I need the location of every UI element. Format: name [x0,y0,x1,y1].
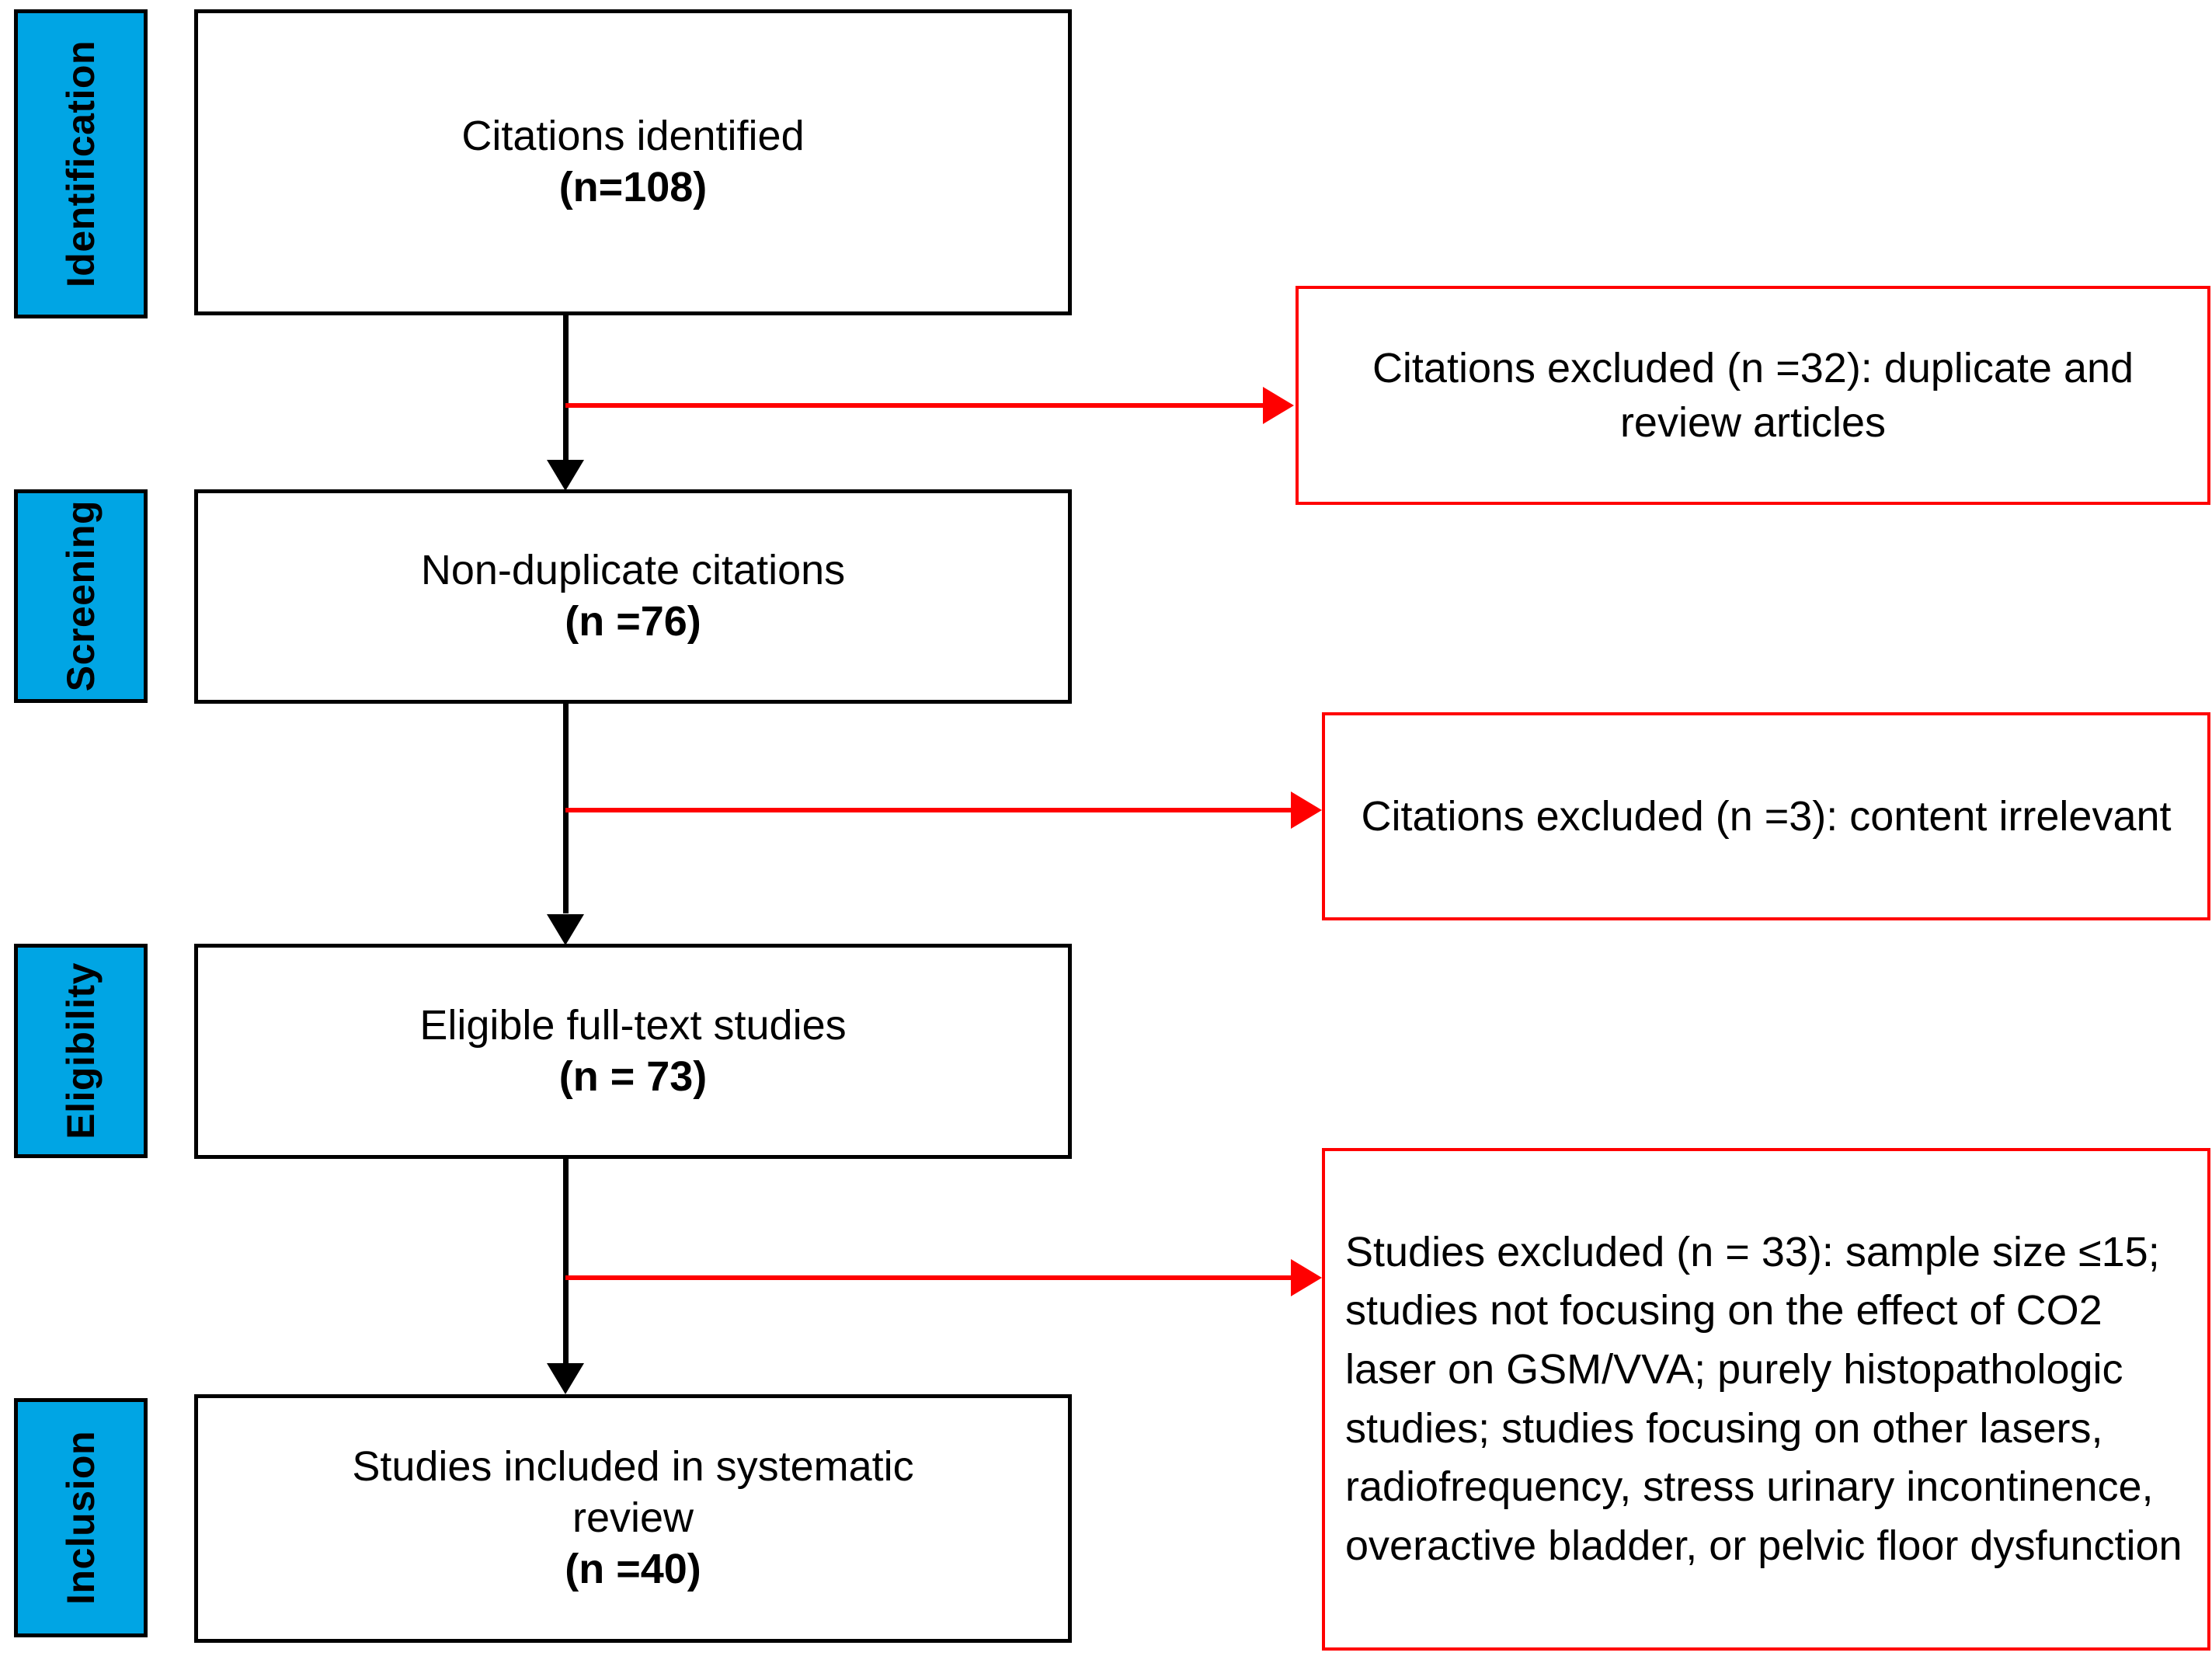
exclusion-box-studies-excluded: Studies excluded (n = 33): sample size ≤… [1322,1148,2210,1651]
flow-box-studies-included: Studies included in systematic review (n… [194,1394,1072,1643]
flow-box-citations-identified-count: (n=108) [558,164,708,210]
flow-box-non-duplicate-citations: Non-duplicate citations (n =76) [194,489,1072,704]
flow-box-eligible-full-text-studies: Eligible full-text studies (n = 73) [194,944,1072,1159]
exclusion-connector-arrowhead-content-irrelevant [1291,791,1322,829]
exclusion-box-content-irrelevant: Citations excluded (n =3): content irrel… [1322,712,2210,920]
flow-box-citations-identified-title: Citations identified [461,113,805,160]
exclusion-box-duplicates: Citations excluded (n =32): duplicate an… [1296,286,2210,505]
connector-line-eligibility-to-inclusion [563,1159,569,1363]
stage-label-screening-text: Screening [59,500,103,692]
flow-box-non-duplicate-citations-title: Non-duplicate citations [420,547,846,594]
connector-arrowhead-screening-to-eligibility [547,914,584,945]
connector-line-identification-to-screening [563,315,569,466]
exclusion-box-studies-excluded-text: Studies excluded (n = 33): sample size ≤… [1345,1228,2182,1569]
stage-label-screening: Screening [14,489,148,703]
stage-label-inclusion-text: Inclusion [59,1431,103,1605]
exclusion-box-content-irrelevant-text: Citations excluded (n =3): content irrel… [1361,792,2172,840]
flow-box-studies-included-count: (n =40) [565,1545,701,1592]
exclusion-connector-arrowhead-duplicates [1263,387,1294,424]
exclusion-connector-line-studies-excluded [565,1275,1292,1280]
stage-label-identification-text: Identification [59,40,103,288]
exclusion-box-duplicates-text: Citations excluded (n =32): duplicate an… [1372,344,2134,446]
stage-label-identification: Identification [14,9,148,318]
connector-arrowhead-identification-to-screening [547,460,584,491]
exclusion-connector-line-content-irrelevant [565,808,1292,812]
flow-box-eligible-full-text-studies-count: (n = 73) [558,1052,708,1100]
flow-box-citations-identified: Citations identified (n=108) [194,9,1072,315]
flow-box-studies-included-title: Studies included in systematic review [352,1443,914,1542]
flow-box-eligible-full-text-studies-title: Eligible full-text studies [419,1001,847,1049]
exclusion-connector-line-duplicates [565,403,1264,408]
exclusion-connector-arrowhead-studies-excluded [1291,1259,1322,1296]
stage-label-eligibility: Eligibility [14,944,148,1158]
stage-label-eligibility-text: Eligibility [59,962,103,1139]
connector-arrowhead-eligibility-to-inclusion [547,1363,584,1394]
stage-label-inclusion: Inclusion [14,1398,148,1637]
flow-box-non-duplicate-citations-count: (n =76) [565,598,701,645]
